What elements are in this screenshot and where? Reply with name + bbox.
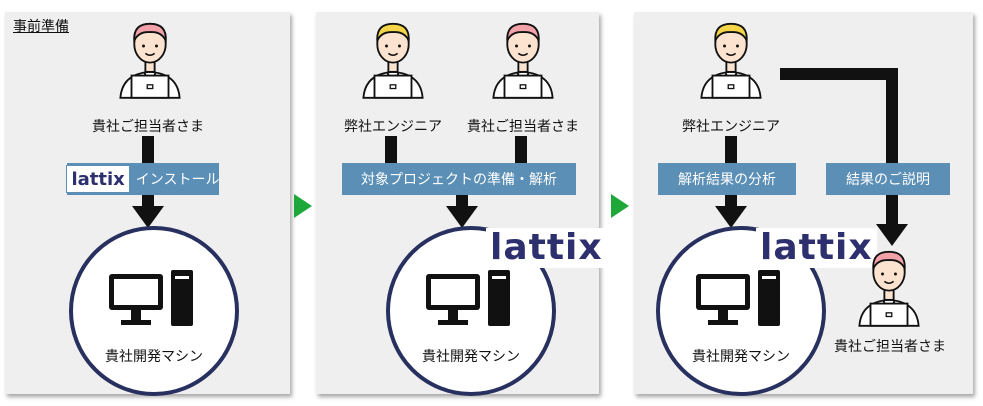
analysis-label: 対象プロジェクトの準備・解析 (361, 172, 557, 188)
arrow-shaft (725, 195, 737, 209)
step-panel-preparation: 事前準備 貴社ご担当者さま lattix インストール 貴社開発マシン (5, 12, 290, 396)
machine-label: 貴社開発マシン (422, 349, 520, 365)
arrow-shaft-right (886, 195, 898, 227)
explanation-label: 結果のご説明 (846, 172, 930, 188)
down-arrow-icon (715, 206, 747, 228)
next-step-arrow-icon (611, 194, 629, 218)
engineer-label: 弊社エンジニア (344, 119, 442, 135)
computer-icon (426, 270, 516, 330)
connector-line-left (385, 136, 397, 164)
down-arrow-icon (132, 206, 164, 228)
down-arrow-icon (446, 206, 478, 228)
computer-icon (696, 270, 786, 330)
arrow-shaft (142, 195, 154, 209)
client-label: 貴社ご担当者さま (467, 119, 579, 135)
client-person-icon (486, 16, 560, 100)
client-person-icon (852, 244, 926, 328)
lattix-logo-small: lattix (66, 165, 130, 193)
connector-line-right (515, 136, 527, 164)
arrow-shaft (456, 195, 468, 209)
install-label: インストール (135, 172, 220, 188)
computer-icon (109, 270, 199, 330)
panel-title: 事前準備 (13, 19, 69, 35)
down-arrow-icon (876, 224, 908, 246)
next-step-arrow-icon (294, 194, 312, 218)
client-label: 貴社ご担当者さま (834, 339, 946, 355)
elbow-connector-horizontal (780, 68, 898, 80)
connector-line (142, 136, 154, 164)
machine-label: 貴社開発マシン (692, 349, 790, 365)
lattix-logo: lattix (756, 228, 877, 268)
client-person-icon (113, 16, 187, 100)
dev-machine-circle: 貴社開発マシン (69, 226, 239, 396)
elbow-connector-vertical (886, 68, 898, 164)
analysis-banner: 対象プロジェクトの準備・解析 (342, 163, 576, 195)
analysis-result-label: 解析結果の分析 (678, 172, 776, 188)
engineer-person-icon (356, 16, 430, 100)
connector-line (725, 136, 737, 164)
lattix-logo: lattix (486, 228, 607, 268)
engineer-label: 弊社エンジニア (682, 119, 780, 135)
engineer-person-icon (694, 16, 768, 100)
step-panel-review: 弊社エンジニア 解析結果の分析 結果のご説明 貴社開発マシン lattix 貴社… (634, 12, 973, 396)
explanation-banner: 結果のご説明 (826, 163, 950, 195)
client-label: 貴社ご担当者さま (92, 119, 204, 135)
install-banner: lattix インストール (66, 163, 220, 195)
analysis-result-banner: 解析結果の分析 (658, 163, 796, 195)
machine-label: 貴社開発マシン (105, 349, 203, 365)
step-panel-analysis: 弊社エンジニア 貴社ご担当者さま 対象プロジェクトの準備・解析 貴社開発マシン … (316, 12, 607, 396)
